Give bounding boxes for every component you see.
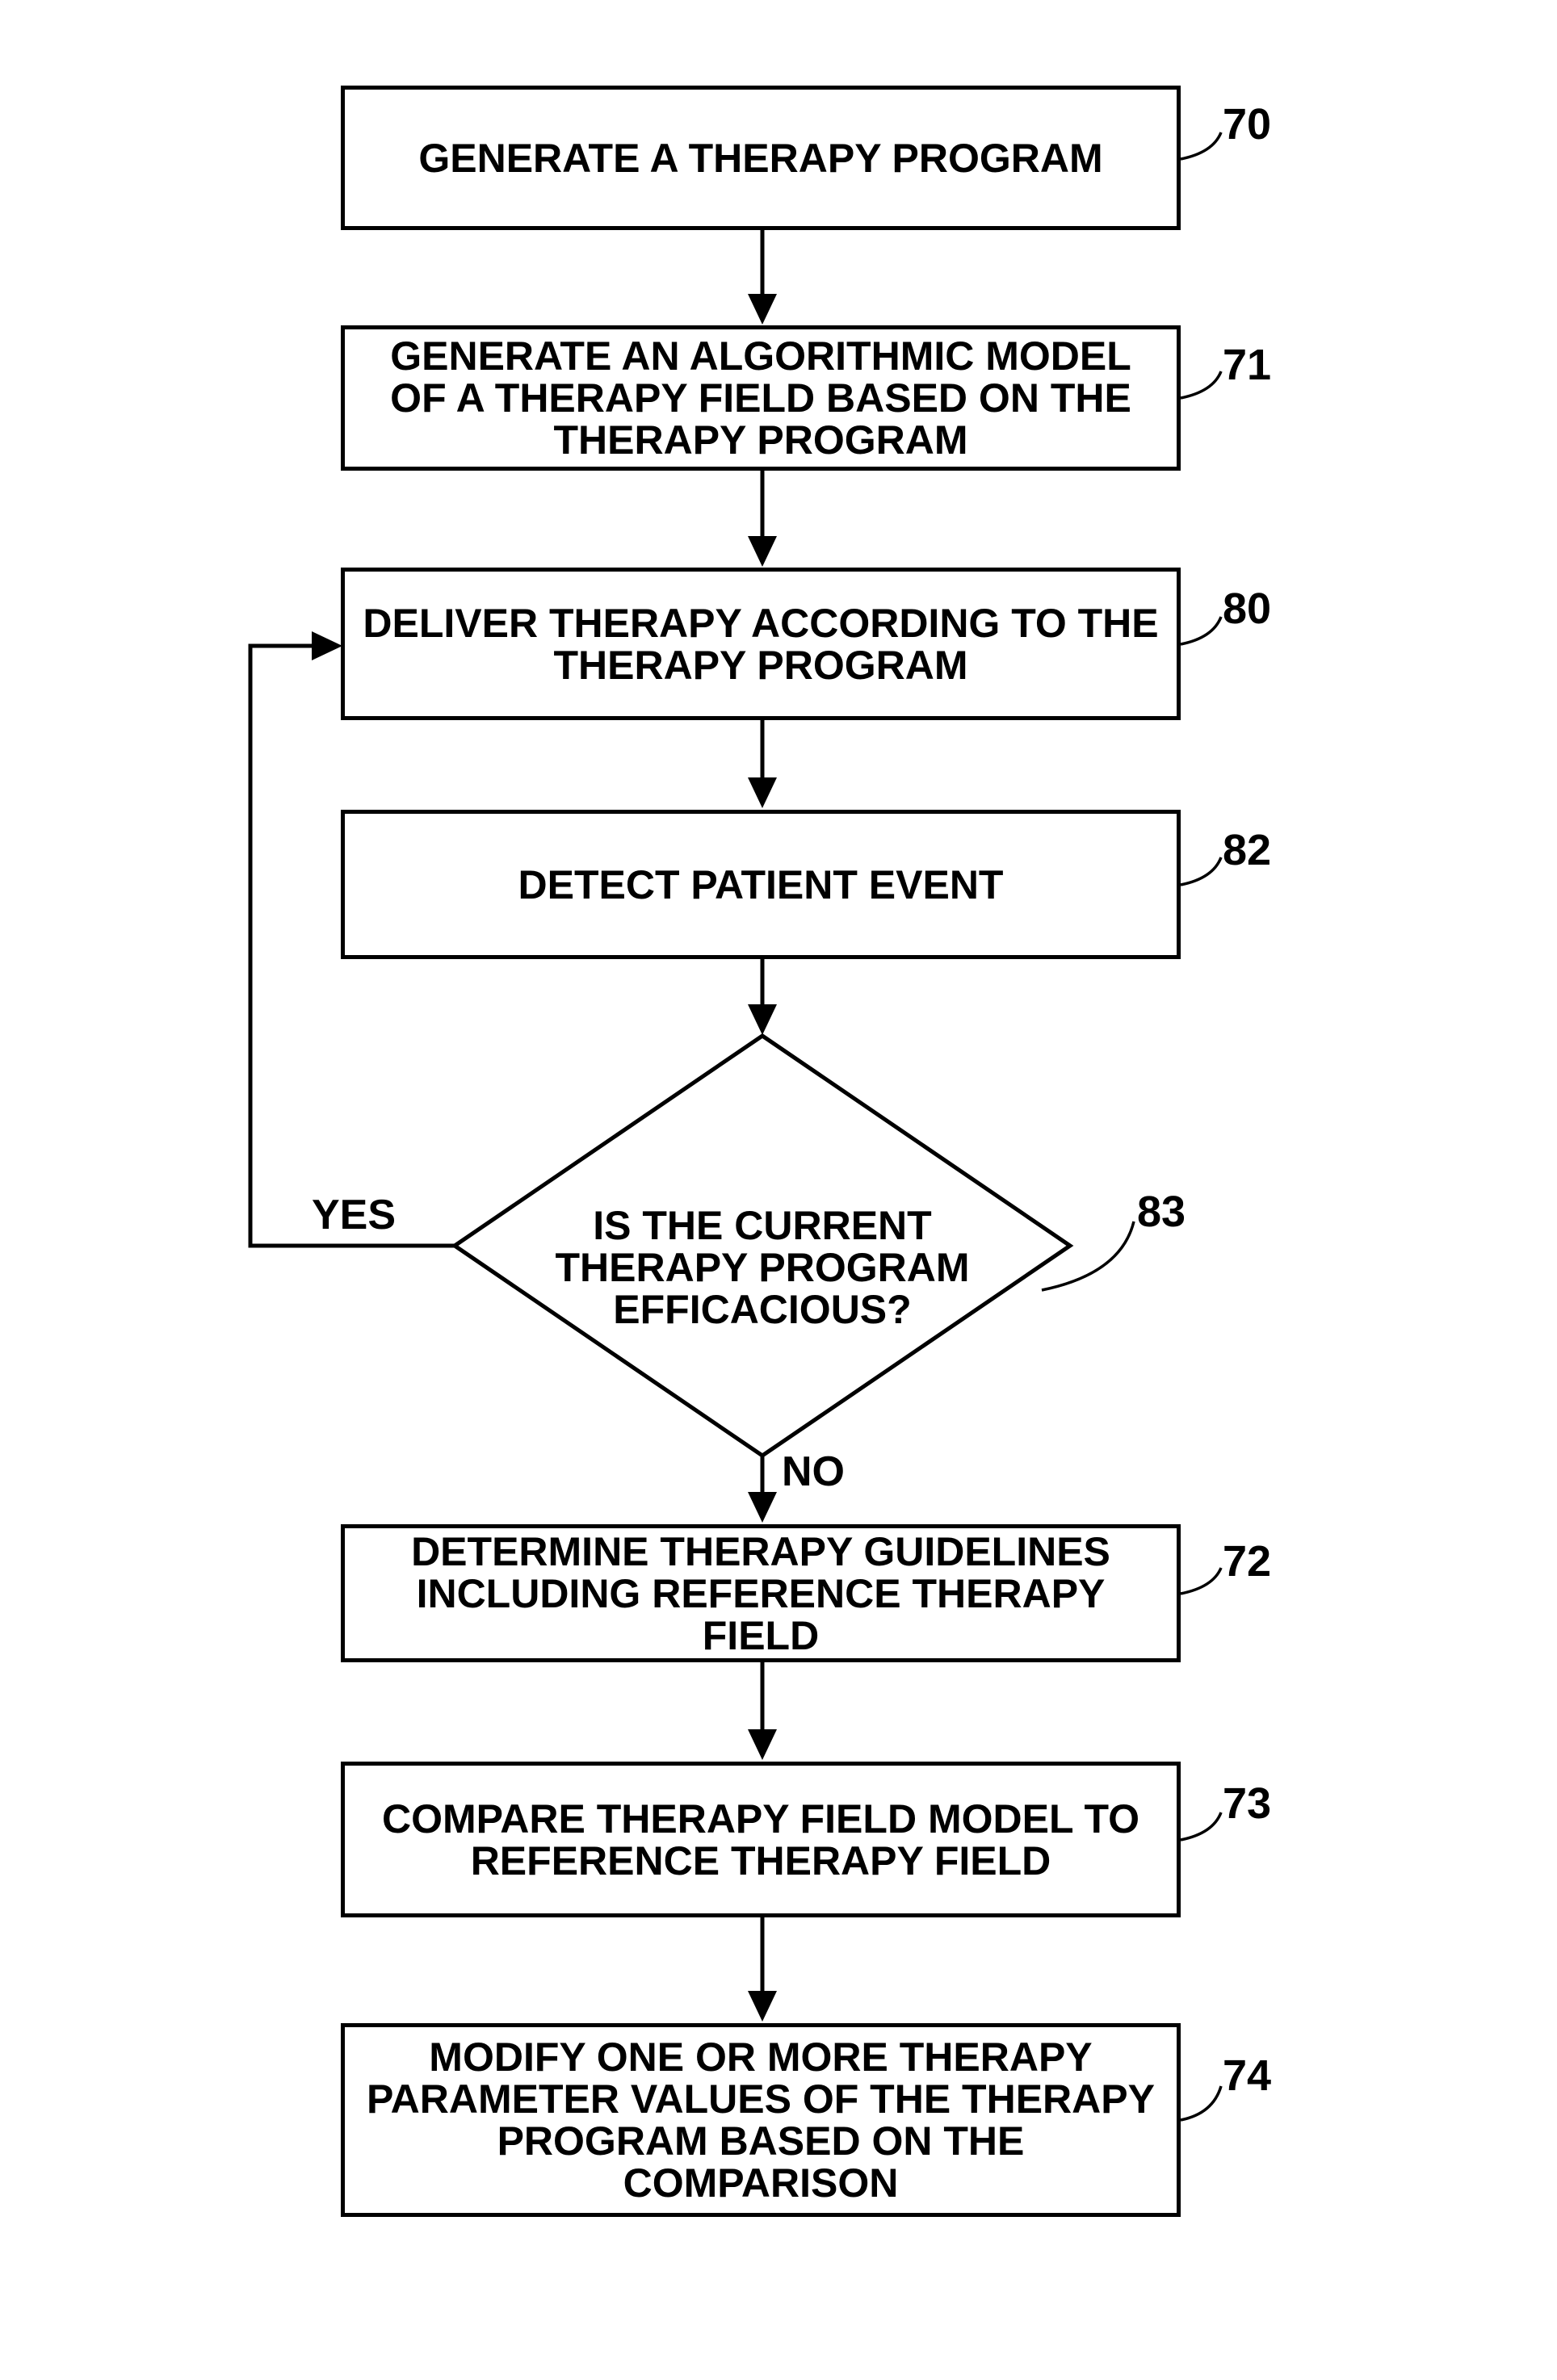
node-label: GENERATE AN ALGORITHMIC MODEL OF A THERA…	[390, 333, 1131, 463]
node-label: DETERMINE THERAPY GUIDELINES INCLUDING R…	[411, 1528, 1110, 1658]
flow-node-deliver-therapy: DELIVER THERAPY ACCORDING TO THE THERAPY…	[341, 568, 1181, 720]
ref-num-74: 74	[1223, 2051, 1272, 2100]
node-label: COMPARE THERAPY FIELD MODEL TO REFERENCE…	[381, 1795, 1140, 1883]
flow-node-generate-therapy-program: GENERATE A THERAPY PROGRAM	[341, 86, 1181, 230]
ref-num-82: 82	[1223, 826, 1272, 874]
flow-node-decision-efficacious: IS THE CURRENT THERAPY PROGRAM EFFICACIO…	[504, 1200, 1021, 1335]
arrowhead	[748, 1004, 777, 1035]
leader-71	[1180, 371, 1223, 400]
node-label: IS THE CURRENT THERAPY PROGRAM EFFICACIO…	[555, 1203, 970, 1332]
yes-branch-label: YES	[312, 1192, 397, 1238]
leader-73	[1180, 1812, 1223, 1842]
leader-70	[1180, 132, 1223, 161]
arrowhead	[748, 1729, 777, 1760]
arrowhead	[748, 294, 777, 325]
no-branch-label: NO	[782, 1448, 845, 1495]
flow-node-determine-therapy-guidelines: DETERMINE THERAPY GUIDELINES INCLUDING R…	[341, 1524, 1181, 1662]
node-label: MODIFY ONE OR MORE THERAPY PARAMETER VAL…	[367, 2034, 1155, 2206]
flow-node-generate-algorithmic-model: GENERATE AN ALGORITHMIC MODEL OF A THERA…	[341, 325, 1181, 471]
leader-80	[1180, 616, 1223, 646]
arrowhead	[748, 1991, 777, 2022]
leader-82	[1180, 857, 1223, 886]
ref-num-83: 83	[1137, 1188, 1186, 1236]
arrowhead	[748, 536, 777, 567]
flow-node-compare-therapy-field: COMPARE THERAPY FIELD MODEL TO REFERENCE…	[341, 1762, 1181, 1917]
leader-74	[1180, 2085, 1223, 2122]
flow-node-modify-parameters: MODIFY ONE OR MORE THERAPY PARAMETER VAL…	[341, 2023, 1181, 2217]
node-label: DETECT PATIENT EVENT	[518, 861, 1004, 907]
ref-num-72: 72	[1223, 1537, 1272, 1586]
ref-num-80: 80	[1223, 585, 1272, 633]
node-label: DELIVER THERAPY ACCORDING TO THE THERAPY…	[363, 600, 1159, 688]
leader-72	[1180, 1567, 1223, 1595]
ref-num-73: 73	[1223, 1779, 1272, 1828]
decision-diamond-outline	[451, 1033, 1074, 1459]
node-label: GENERATE A THERAPY PROGRAM	[418, 135, 1103, 181]
ref-num-71: 71	[1223, 341, 1272, 389]
yes-loop-line	[248, 643, 455, 1248]
flow-node-detect-patient-event: DETECT PATIENT EVENT	[341, 810, 1181, 959]
arrowhead	[748, 1492, 777, 1523]
arrowhead	[748, 777, 777, 808]
ref-num-70: 70	[1223, 100, 1272, 149]
leader-83	[1041, 1221, 1135, 1292]
arrowhead-yes	[312, 631, 342, 660]
